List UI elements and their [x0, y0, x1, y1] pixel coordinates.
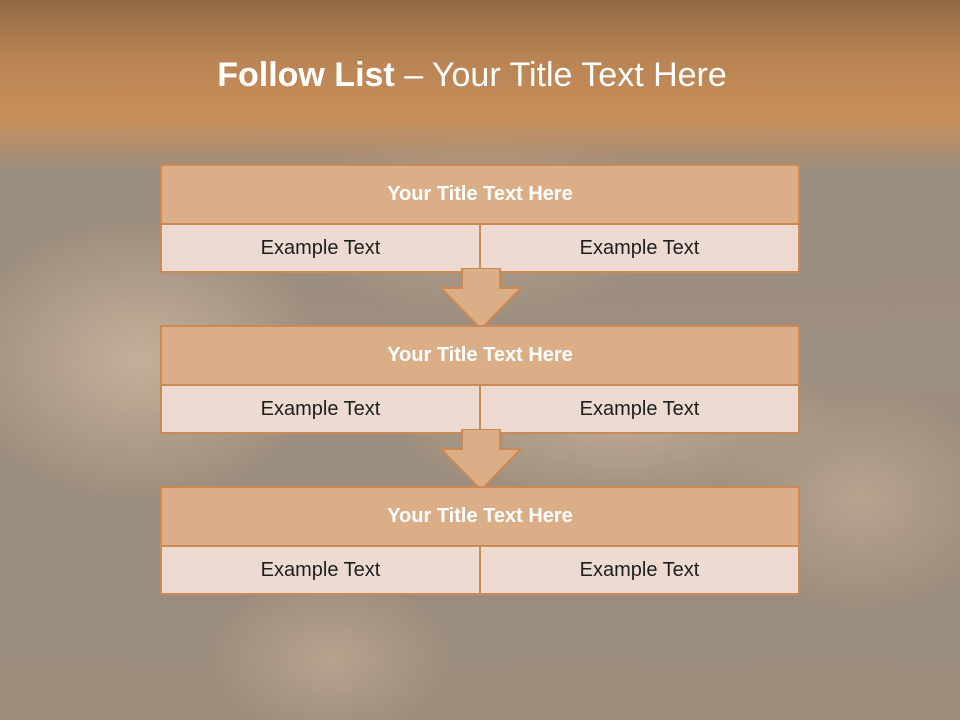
list-block-row: Example Text Example Text [162, 547, 798, 593]
list-block-1: Your Title Text Here Example Text Exampl… [160, 164, 800, 273]
list-block-2: Your Title Text Here Example Text Exampl… [160, 325, 800, 434]
down-arrow-icon [440, 429, 522, 491]
list-block-title: Your Title Text Here [162, 327, 798, 386]
list-block-cell-right: Example Text [479, 547, 798, 593]
slide-title-separator: – [394, 56, 432, 94]
list-block-cell-right: Example Text [479, 386, 798, 432]
list-block-cell-right: Example Text [479, 225, 798, 271]
list-block-cell-left: Example Text [162, 225, 479, 271]
header-band [0, 0, 960, 170]
slide-title-rest: Your Title Text Here [431, 56, 727, 94]
list-block-title: Your Title Text Here [162, 166, 798, 225]
slide-title-bold: Follow List [217, 56, 395, 94]
list-block-cell-left: Example Text [162, 547, 479, 593]
list-block-3: Your Title Text Here Example Text Exampl… [160, 486, 800, 595]
list-block-row: Example Text Example Text [162, 386, 798, 432]
down-arrow-icon [440, 268, 522, 330]
slide-title: Follow List – Your Title Text Here [0, 52, 944, 98]
list-block-title: Your Title Text Here [162, 488, 798, 547]
list-block-cell-left: Example Text [162, 386, 479, 432]
list-block-row: Example Text Example Text [162, 225, 798, 271]
